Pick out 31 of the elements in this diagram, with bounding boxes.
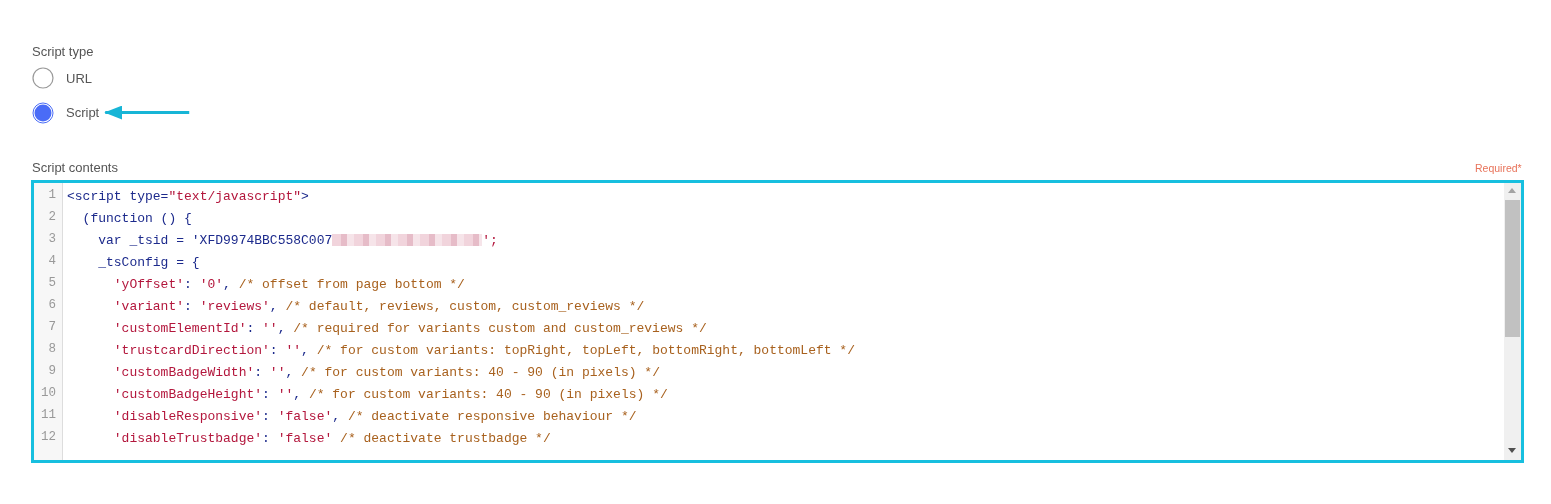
field-label: Script contents [32, 160, 118, 175]
required-note: Required* [1475, 162, 1522, 174]
radio-label: URL [66, 71, 98, 86]
code-line: '; [482, 232, 498, 248]
line-number: 3 [47, 232, 56, 246]
code-line: var _tsid = 'XFD9974BBC558C007 [97, 232, 333, 248]
line-number: 6 [47, 298, 56, 312]
code-line: (function () { [81, 210, 192, 226]
line-number: 2 [47, 210, 56, 224]
code-line: 'customElementId': '', /* required for variants custom and custom_reviews */ [112, 320, 707, 336]
line-number: 12 [40, 430, 56, 444]
code-line: _tsConfig = { [97, 254, 200, 270]
code-line: 'customBadgeWidth': '', /* for custom variants: 40 - 90 (in pixels) */ [112, 364, 660, 380]
radio-label: Script [66, 105, 106, 120]
line-number: 7 [47, 320, 56, 334]
line-number: 11 [40, 408, 56, 422]
code-line: <script type="text/javascript"> [67, 188, 309, 204]
code-line: 'customBadgeHeight': '', /* for custom variants: 40 - 90 (in pixels) */ [112, 386, 668, 402]
field-label: Script type [32, 44, 94, 59]
code-line: 'disableTrustbadge': 'false' /* deactivate trustbadge */ [112, 430, 551, 446]
code-line: 'variant': 'reviews', /* default, reviews, custom, custom_reviews */ [112, 298, 645, 314]
line-number: 10 [40, 386, 56, 400]
arrow [104, 105, 190, 120]
line-number: 5 [47, 276, 56, 290]
line-number: 8 [47, 342, 56, 356]
code-line: 'trustcardDirection': '', /* for custom variants: topRight, topLeft, bottomRight, bottomLeft */ [112, 342, 855, 358]
line-number: 1 [47, 188, 56, 202]
line-number: 4 [47, 254, 56, 268]
code-line: 'disableResponsive': 'false', /* deactivate responsive behaviour */ [112, 408, 637, 424]
line-number: 9 [47, 364, 56, 378]
code-line: 'yOffset': '0', /* offset from page bottom */ [112, 276, 465, 292]
